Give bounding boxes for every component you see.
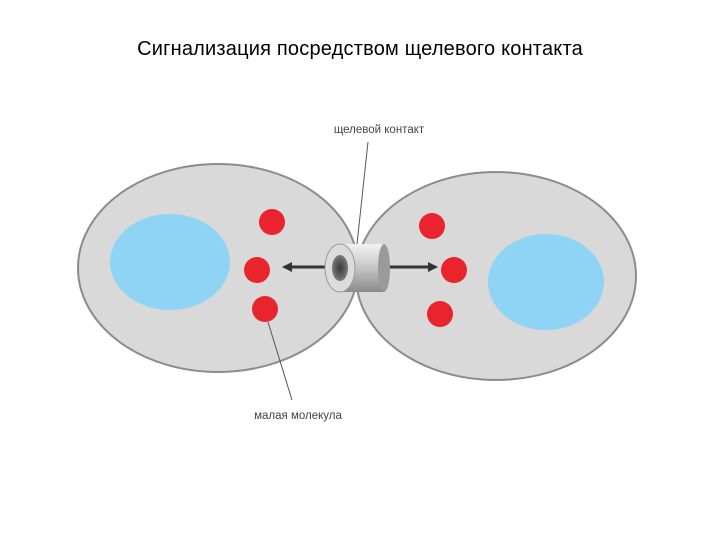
small-molecule-label: малая молекула [254, 410, 342, 422]
small-molecule [252, 296, 278, 322]
gap-junction-channel [325, 244, 390, 292]
small-molecule [419, 213, 445, 239]
left-nucleus [110, 214, 230, 310]
small-molecule [259, 209, 285, 235]
gap-junction-leader-line [357, 142, 368, 244]
small-molecule [244, 257, 270, 283]
gap-junction-label: щелевой контакт [334, 124, 425, 136]
right-nucleus [488, 234, 604, 330]
small-molecule [427, 301, 453, 327]
small-molecule [441, 257, 467, 283]
